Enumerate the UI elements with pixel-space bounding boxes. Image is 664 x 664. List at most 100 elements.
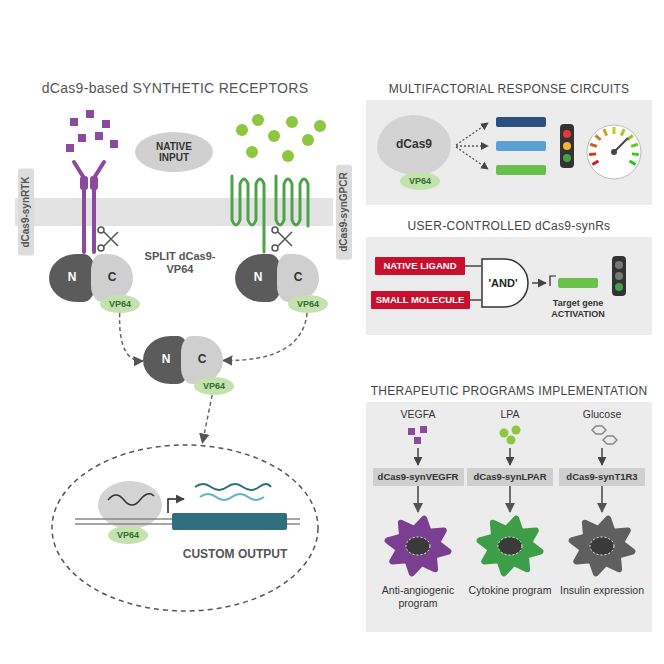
connector	[417, 486, 419, 512]
input-arrows	[418, 448, 602, 465]
dial-tick	[604, 129, 607, 135]
scissors-icon	[272, 227, 292, 251]
label: Glucose	[583, 408, 622, 421]
node-text: C	[294, 271, 303, 285]
output-arrow	[532, 282, 546, 284]
node-text: NATIVE INPUT	[149, 141, 199, 164]
input-box: SMALL MOLECULE	[371, 291, 470, 309]
node-text: 'AND'	[488, 277, 521, 289]
receptor-name: dCas9-synGPCR	[336, 164, 352, 259]
dial-tick	[630, 161, 636, 165]
promoter-arrow	[550, 276, 556, 286]
dial-tick	[590, 144, 597, 146]
connector	[465, 265, 481, 267]
rtk-receptor	[74, 162, 104, 252]
label-holder: dCas9-synGPCR	[336, 164, 352, 259]
cell-drawing	[557, 512, 647, 580]
cell-body	[572, 519, 633, 574]
title: dCas9-based SYNTHETIC RECEPTORS	[42, 80, 309, 96]
label: SPLIT dCas9-VP64	[140, 250, 220, 276]
dashed-outline	[50, 443, 320, 613]
dcas9-n-half: N	[49, 254, 95, 302]
dial-tick	[592, 161, 598, 165]
gene-bars	[496, 117, 546, 175]
dial-tick	[631, 144, 638, 146]
node-text: VP64	[297, 299, 319, 309]
dial-tick	[632, 152, 639, 156]
receptor-box: dCas9-synLPAR	[467, 468, 553, 486]
dial-tick	[595, 135, 600, 140]
gate-shape	[482, 259, 528, 307]
vp64-blob: VP64	[288, 295, 328, 313]
node-text: VP64	[117, 530, 139, 540]
node-text: CUSTOM OUTPUT	[175, 547, 295, 561]
scissors-icon	[98, 227, 118, 251]
label-holder: VEGFA	[400, 408, 435, 421]
gpcr-receptor	[232, 176, 308, 252]
dial-icon	[587, 125, 641, 179]
promoter-arrow	[168, 499, 184, 513]
connector	[202, 395, 212, 443]
glucose-icon	[592, 426, 617, 444]
lpa-ligands	[236, 114, 326, 162]
vp64-blob: VP64	[100, 295, 140, 313]
panel: MULTIFACTORIAL RESPONSE CIRCUITSdCas9VP6…	[366, 100, 652, 205]
transcript	[200, 494, 264, 500]
rtk-domains	[80, 176, 98, 190]
panel: USER-CONTROLLED dCas9-synRsNATIVE LIGAND…	[366, 237, 652, 335]
vp64-blob: VP64	[108, 526, 148, 544]
vegfa-ligands	[66, 110, 118, 152]
dial-tick	[613, 127, 616, 134]
node-text: dCas9-synT1R3	[566, 472, 637, 483]
output-circle: CUSTOM OUTPUT VP64	[50, 443, 320, 613]
vegfa-icon	[408, 426, 427, 444]
node-text: N	[254, 271, 263, 285]
node-text: dCas9-synLPAR	[473, 472, 546, 483]
node-text: C	[108, 271, 117, 285]
node-text: VP64	[109, 299, 131, 309]
node-text: Insulin expression	[557, 584, 647, 597]
dcas9-shape: dCas9	[377, 115, 451, 175]
node-text: dCas9	[396, 138, 432, 152]
connector	[470, 299, 482, 301]
label: Target gene ACTIVATION	[544, 298, 612, 320]
cell-icon: Anti-angiogenic program	[373, 512, 463, 624]
cell-nucleus	[406, 537, 430, 555]
receptor-name: dCas9-synRTK	[18, 168, 34, 255]
dotted-arrows	[456, 123, 488, 169]
connector	[509, 486, 511, 512]
target-gene	[558, 278, 598, 288]
receptor-box: dCas9-synVEGFR	[373, 468, 464, 486]
dial-tick	[589, 152, 596, 156]
cell-body	[388, 519, 449, 574]
cell-body	[480, 519, 541, 574]
cell-icon: Cytokine program	[465, 512, 555, 624]
node-text: N	[68, 271, 77, 285]
panel-ground	[366, 402, 652, 632]
panel-heading: USER-CONTROLLED dCas9-synRs	[366, 218, 652, 234]
node-text: Anti-angiogenic program	[373, 584, 463, 609]
label-holder: Target gene ACTIVATION	[544, 298, 612, 320]
label: LPA	[500, 408, 519, 421]
dcas9-n-half: N	[235, 254, 281, 302]
label-holder: dCas9-based SYNTHETIC RECEPTORS	[42, 80, 309, 96]
input-box: NATIVE LIGAND	[375, 257, 465, 275]
panel-heading: THERAPEUTIC PROGRAMS IMPLEMENTATION	[366, 383, 652, 399]
label-holder: SPLIT dCas9-VP64	[140, 250, 220, 276]
label-holder: Glucose	[583, 408, 622, 421]
connector	[223, 313, 307, 360]
label: VEGFA	[400, 408, 435, 421]
vp64-blob: VP64	[400, 172, 440, 190]
traffic-light	[560, 124, 574, 168]
cell-nucleus	[590, 537, 614, 555]
node-text: dCas9-synVEGFR	[378, 472, 459, 483]
panel-ground	[366, 100, 652, 205]
panel: THERAPEUTIC PROGRAMS IMPLEMENTATIONdCas9…	[366, 402, 652, 632]
cell-drawing	[373, 512, 463, 580]
lpa-icon	[500, 426, 521, 445]
node-text: N	[162, 353, 171, 367]
traffic-light	[612, 256, 626, 296]
